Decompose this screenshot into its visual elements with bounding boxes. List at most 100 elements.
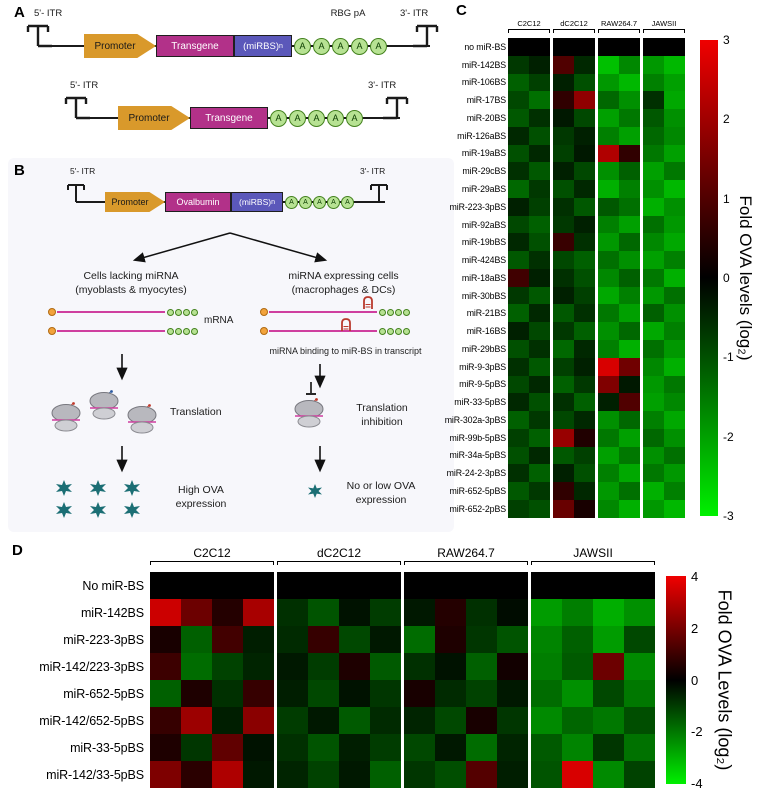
group-separator — [550, 340, 553, 358]
row-label: miR-142BS — [461, 59, 506, 70]
ova-protein-icon — [124, 480, 140, 496]
heatmap-cell — [553, 482, 574, 500]
group-separator — [640, 197, 643, 216]
heatmap-cell — [508, 73, 529, 92]
heatmap-cell — [529, 411, 550, 429]
heatmap-cell — [562, 734, 593, 761]
heatmap-cell — [619, 446, 640, 465]
polya-circle: A — [285, 195, 298, 209]
heatmap-cell — [553, 251, 574, 269]
column-group: RAW264.7 — [598, 19, 640, 33]
mrna-graphic — [48, 327, 198, 335]
heatmap-cell — [508, 322, 529, 341]
heatmap-cell — [529, 393, 550, 412]
heatmap-cell — [619, 411, 640, 429]
heatmap-row — [508, 180, 685, 198]
right-outcome-line1: No or low OVA — [346, 480, 416, 492]
heatmap-cell — [529, 38, 550, 56]
polya-dot-icon — [379, 327, 386, 335]
heatmap-cell — [404, 599, 435, 626]
heatmap-cell — [574, 109, 595, 127]
group-separator — [550, 251, 553, 269]
heatmap-cell — [598, 144, 619, 163]
row-label: miR-16BS — [466, 326, 506, 337]
mrna-label: mRNA — [204, 315, 234, 326]
column-group-header: JAWSII — [573, 546, 613, 560]
heatmap-cell — [466, 734, 497, 761]
heatmap-cell — [308, 653, 339, 680]
heatmap-cell — [181, 653, 212, 680]
heatmap-cell — [529, 162, 550, 181]
heatmap-cell — [574, 499, 595, 518]
mrna-strand — [57, 329, 165, 333]
group-separator — [640, 482, 643, 500]
group-separator — [595, 340, 598, 358]
row-label: No miR-BS — [82, 578, 144, 593]
left-cells-line1: Cells lacking miRNA — [83, 270, 179, 282]
heatmap-cell — [243, 761, 274, 788]
row-label: miR-19aBS — [461, 148, 506, 159]
heatmap-cell — [508, 38, 529, 56]
group-separator — [550, 499, 553, 518]
heatmap-cell — [598, 73, 619, 92]
group-separator — [528, 734, 531, 761]
heatmap-cell — [574, 91, 595, 110]
heatmap-cell — [553, 180, 574, 198]
heatmap-cell — [624, 761, 655, 788]
heatmap-row — [508, 446, 685, 465]
group-separator — [595, 446, 598, 465]
group-separator — [595, 38, 598, 56]
heatmap-cell — [212, 680, 243, 707]
arrow-down-icon — [116, 446, 128, 473]
itr-icon — [26, 24, 52, 48]
panel-c-label: C — [456, 2, 467, 19]
heatmap-cell — [553, 268, 574, 287]
row-label: miR-99b-5pBS — [449, 432, 507, 443]
row-label: miR-126aBS — [457, 130, 506, 141]
row-label: miR-424BS — [461, 255, 506, 266]
heatmap-cell — [150, 599, 181, 626]
heatmap-cell — [574, 55, 595, 74]
row-label: miR-29cBS — [462, 166, 506, 177]
row-label: miR-652-5pBS — [449, 486, 507, 497]
polya-circle: A — [370, 37, 387, 55]
itr3-label: 3'- ITR — [368, 80, 397, 91]
arrow-down-icon — [116, 354, 128, 381]
heatmap-cell — [619, 144, 640, 163]
heatmap-cell — [508, 215, 529, 234]
heatmap-cell — [562, 680, 593, 707]
group-separator — [640, 233, 643, 252]
group-separator — [550, 38, 553, 56]
mrna-strand — [57, 310, 165, 314]
heatmap-cell — [664, 464, 685, 483]
column-group-header: JAWSII — [651, 19, 677, 28]
group-separator — [274, 761, 277, 788]
group-separator — [274, 734, 277, 761]
group-separator — [550, 482, 553, 500]
heatmap-cell — [529, 375, 550, 394]
ribosome-icon — [294, 398, 324, 428]
group-separator — [595, 482, 598, 500]
heatmap-cell — [664, 251, 685, 269]
heatmap-cell — [664, 411, 685, 429]
heatmap-cell — [619, 180, 640, 198]
heatmap-cell — [529, 91, 550, 110]
heatmap-cell — [308, 707, 339, 734]
heatmap-row — [508, 375, 685, 394]
group-separator — [401, 761, 404, 788]
heatmap-cell — [598, 55, 619, 74]
heatmap-cell — [370, 680, 401, 707]
heatmap-cell — [598, 215, 619, 234]
heatmap-cell — [643, 482, 664, 500]
heatmap-cell — [508, 180, 529, 198]
row-label: miR-652-2pBS — [449, 503, 507, 514]
polya-circle: A — [327, 109, 344, 127]
heatmap-cell — [243, 653, 274, 680]
heatmap-cell — [497, 599, 528, 626]
mirna-hairpin-icon — [363, 296, 373, 309]
translation-label: Translation — [170, 406, 222, 418]
ova-protein-icon — [56, 502, 72, 518]
heatmap-cell — [598, 322, 619, 341]
left-outcome-line2: expression — [175, 497, 227, 510]
